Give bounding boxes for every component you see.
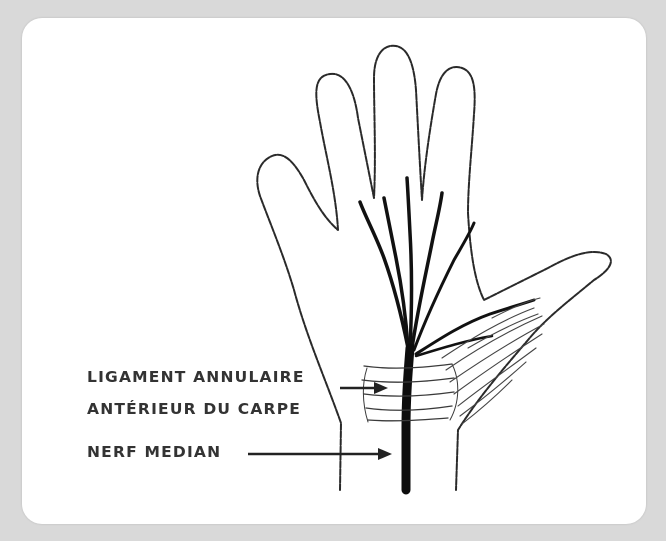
hand-outline — [257, 46, 611, 490]
diagram-card: LIGAMENT ANNULAIRE ANTÉRIEUR DU CARPE NE… — [22, 18, 646, 524]
thenar-muscle — [442, 298, 544, 424]
nerve-label: NERF MEDIAN — [87, 443, 221, 461]
annotation-arrows — [248, 382, 392, 460]
ligament-label-line-1: LIGAMENT ANNULAIRE — [87, 368, 305, 386]
ligament-label-line-2: ANTÉRIEUR DU CARPE — [87, 400, 301, 418]
median-nerve — [406, 348, 410, 490]
digital-nerves — [360, 178, 534, 356]
